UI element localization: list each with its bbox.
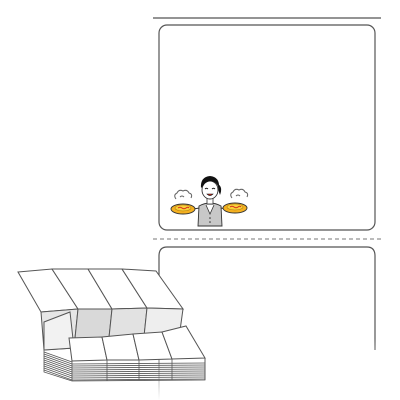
steam-icon-left [174,189,193,200]
fanfold-top-panels [17,268,184,313]
omelette-plate-left [170,203,196,215]
label-2 [158,246,376,400]
steam-icon-right [230,188,249,199]
fanfold-bottom-panels [68,325,206,362]
omelette-plate-right [222,202,248,214]
fanfold-stack-edges [43,350,206,382]
hair [200,176,220,188]
